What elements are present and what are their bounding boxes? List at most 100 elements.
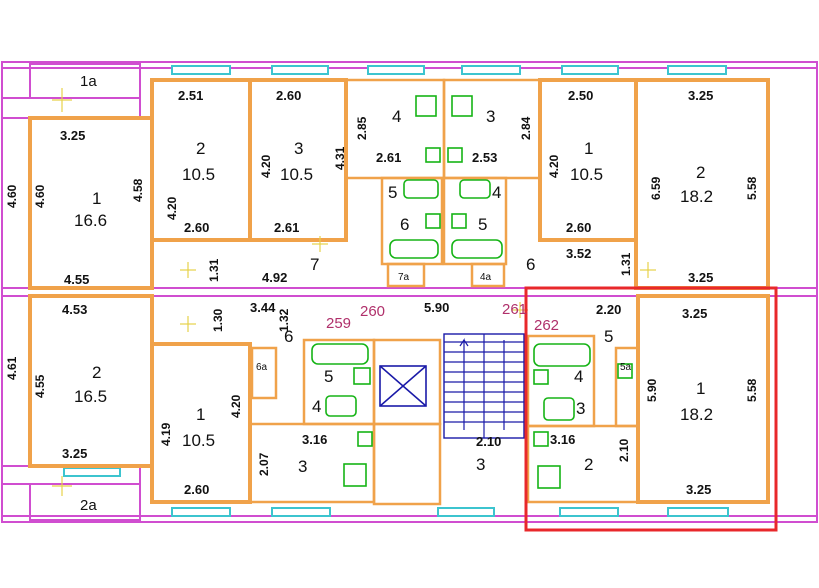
bl-dim: 2.07 <box>257 452 271 476</box>
bl-dim: 1.30 <box>211 308 225 332</box>
tl-dim: 1.31 <box>207 258 221 282</box>
tr-room4-num: 4 <box>492 183 501 202</box>
br-room1-area: 18.2 <box>680 405 713 424</box>
tl-dim: 4.20 <box>165 196 179 220</box>
tr-room6-num: 6 <box>526 255 535 274</box>
tl-room6-num: 6 <box>400 215 409 234</box>
br-dim: 5.58 <box>745 378 759 402</box>
br-room4-num: 4 <box>574 367 583 386</box>
tl-room1-area: 16.6 <box>74 211 107 230</box>
bl-dim: 3.44 <box>250 300 276 315</box>
bl-dim: 2.60 <box>184 482 209 497</box>
top-windows <box>171 65 727 75</box>
tr-room4a-num: 4a <box>480 272 492 283</box>
marker-260: 260 <box>360 303 385 320</box>
bl-dim: 3.25 <box>62 446 87 461</box>
tl-room1-num: 1 <box>92 189 101 208</box>
bl-dim: 3.16 <box>302 432 327 447</box>
bl-room5-num: 5 <box>324 367 333 386</box>
br-dim: 5.90 <box>645 378 659 402</box>
bl-room1-num: 1 <box>196 405 205 424</box>
bl-dim: 4.19 <box>159 422 173 446</box>
tl-room3-area: 10.5 <box>280 165 313 184</box>
bl-dim: 4.61 <box>5 356 19 380</box>
bl-room1-area: 10.5 <box>182 431 215 450</box>
tl-dim: 4.20 <box>259 154 273 178</box>
tl-dim: 2.61 <box>274 220 299 235</box>
tl-dim: 2.60 <box>184 220 209 235</box>
marker-259: 259 <box>326 315 351 332</box>
tl-room2-area: 10.5 <box>182 165 215 184</box>
tl-dim: 2.85 <box>355 116 369 140</box>
tl-dim: 4.60 <box>5 184 19 208</box>
tr-dim: 5.58 <box>745 176 759 200</box>
tr-dim: 1.31 <box>619 252 633 276</box>
stairwell <box>443 333 525 439</box>
br-room3-num: 3 <box>576 399 585 418</box>
bl-room6a-num: 6a <box>256 362 268 373</box>
tl-dim: 2.51 <box>178 88 203 103</box>
bl-room3-num: 3 <box>298 457 307 476</box>
tl-dim: 4.31 <box>333 146 347 170</box>
balcony-1a <box>1 63 141 119</box>
tl-room5-num: 5 <box>388 183 397 202</box>
marker-261: 261 <box>502 301 527 318</box>
balcony-1a-label: 1a <box>80 73 97 90</box>
tl-room7-num: 7 <box>310 255 319 274</box>
tl-room2-num: 2 <box>196 139 205 158</box>
tr-room1-num: 1 <box>584 139 593 158</box>
tl-dim: 2.61 <box>376 150 401 165</box>
light-markers <box>52 88 656 496</box>
br-room5a-num: 5a <box>620 362 632 373</box>
tr-room2-num: 2 <box>696 163 705 182</box>
corridor-width-dim: 5.90 <box>424 300 449 315</box>
br-room5-num: 5 <box>604 327 613 346</box>
bl-dim: 4.53 <box>62 302 87 317</box>
stair-dim: 2.10 <box>476 434 501 449</box>
bl-dim: 4.55 <box>33 374 47 398</box>
br-dim: 3.25 <box>686 482 711 497</box>
bl-room2-area: 16.5 <box>74 387 107 406</box>
tl-room4-num: 4 <box>392 107 401 126</box>
tr-room3-num: 3 <box>486 107 495 126</box>
tr-room1-area: 10.5 <box>570 165 603 184</box>
tr-dim: 2.84 <box>519 116 533 140</box>
tr-dim: 3.25 <box>688 270 713 285</box>
tr-dim: 2.60 <box>566 220 591 235</box>
br-dim: 2.10 <box>617 438 631 462</box>
tr-dim: 3.52 <box>566 246 591 261</box>
bl-dim: 1.32 <box>277 308 291 332</box>
tr-room5-num: 5 <box>478 215 487 234</box>
bl-room4-num: 4 <box>312 397 321 416</box>
br-dim: 3.16 <box>550 432 575 447</box>
bl-room2-num: 2 <box>92 363 101 382</box>
tl-dim: 4.60 <box>33 184 47 208</box>
outer-walls <box>1 61 818 523</box>
bottom-windows <box>63 467 729 517</box>
tr-dim: 2.50 <box>568 88 593 103</box>
tr-dim: 6.59 <box>649 176 663 200</box>
tr-dim: 2.53 <box>472 150 497 165</box>
top-left-apartment-walls <box>28 78 446 290</box>
plumbing-fixtures <box>311 95 633 489</box>
bl-room6-num: 6 <box>284 327 293 346</box>
tl-dim: 4.58 <box>131 178 145 202</box>
tl-room3-num: 3 <box>294 139 303 158</box>
br-dim: 3.25 <box>682 306 707 321</box>
tr-dim: 3.25 <box>688 88 713 103</box>
tl-dim: 4.92 <box>262 270 287 285</box>
stair-num: 3 <box>476 455 485 474</box>
elevator <box>372 338 442 506</box>
br-dim: 2.20 <box>596 302 621 317</box>
br-room1-num: 1 <box>696 379 705 398</box>
bottom-right-apartment-walls <box>526 294 770 504</box>
tl-room7a-num: 7a <box>398 272 410 283</box>
tl-dim: 3.25 <box>60 128 85 143</box>
tr-dim: 4.20 <box>547 154 561 178</box>
marker-262: 262 <box>534 317 559 334</box>
highlight-box <box>524 286 778 532</box>
balcony-2a-label: 2a <box>80 497 97 514</box>
tl-dim: 4.55 <box>64 272 89 287</box>
bl-dim: 4.20 <box>229 394 243 418</box>
